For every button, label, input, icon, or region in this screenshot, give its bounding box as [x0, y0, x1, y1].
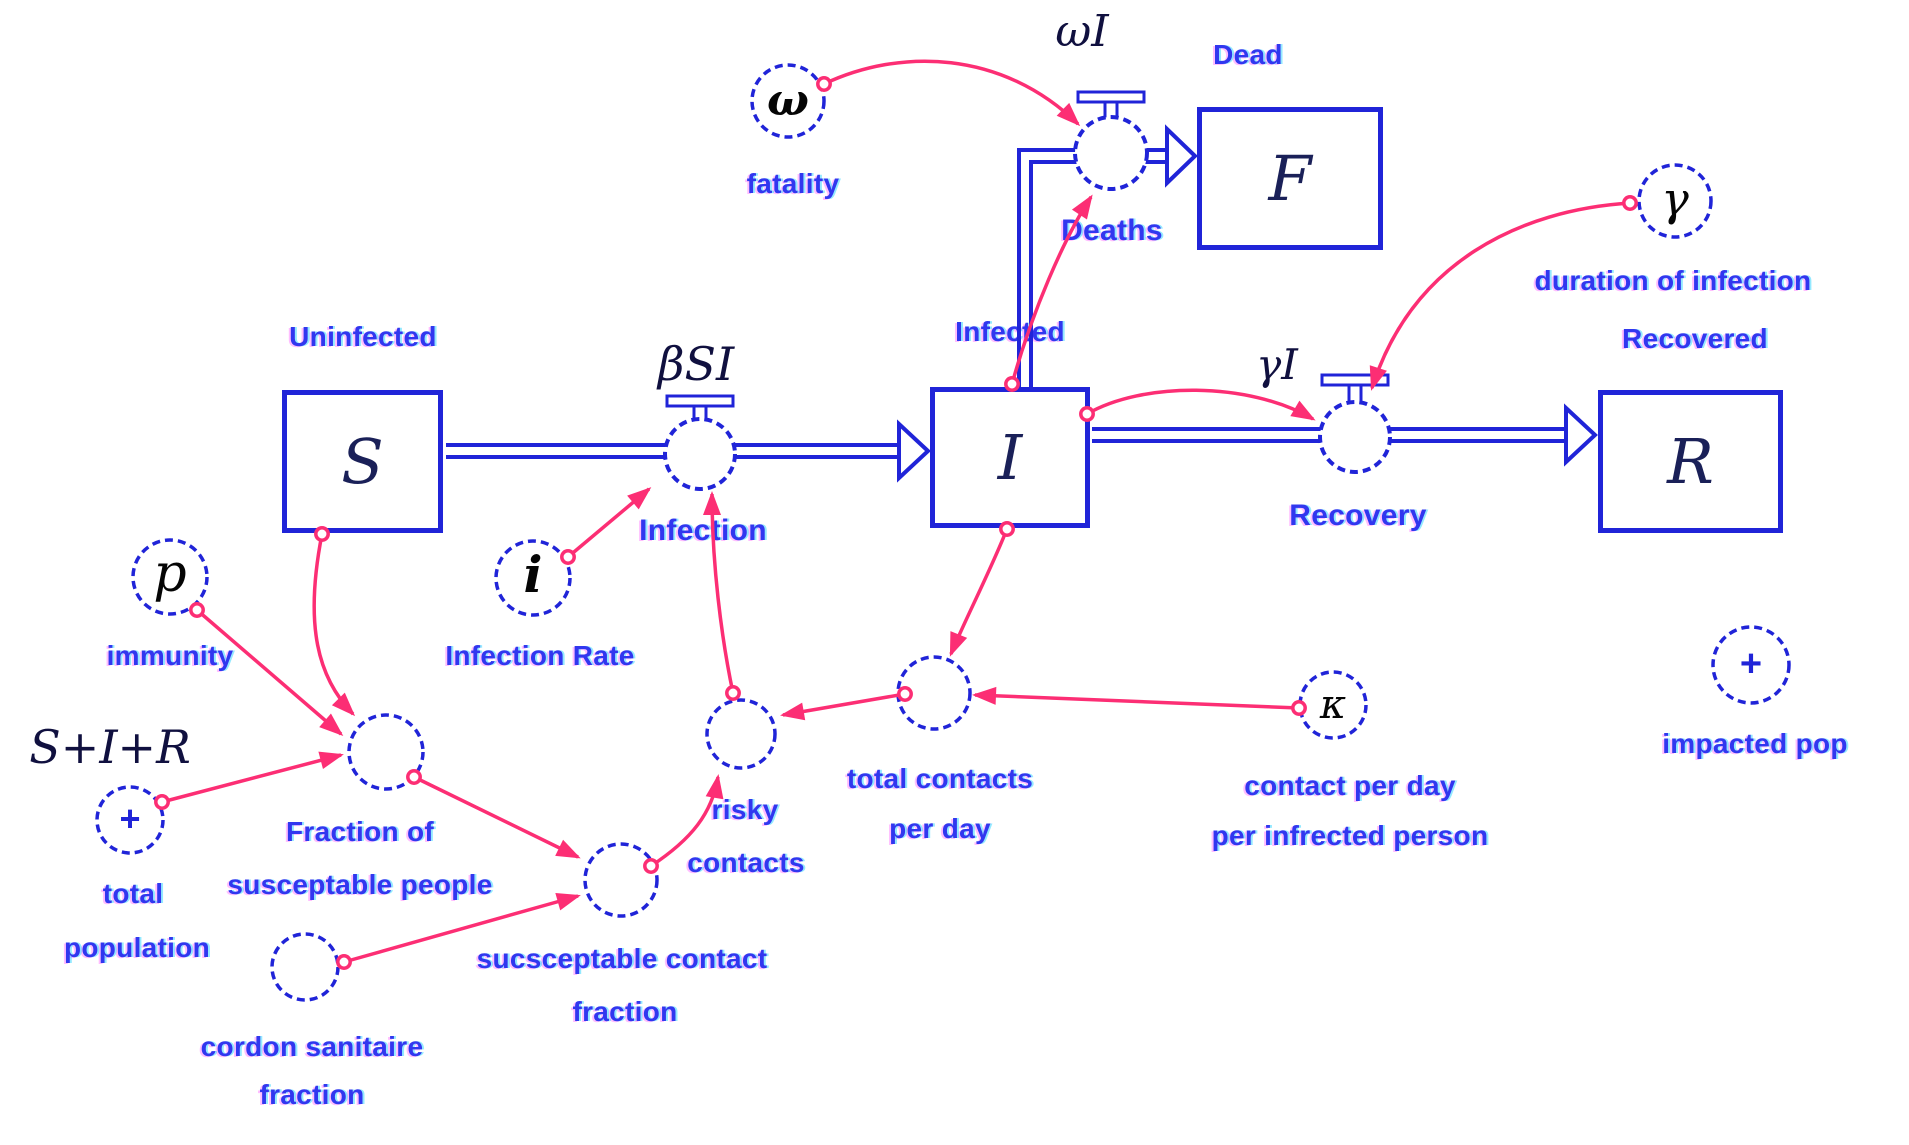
flow-arrowhead-into-dead: [1165, 124, 1198, 188]
equation-omega-i: ωI: [1055, 6, 1109, 57]
flow-arrowhead-into-infected: [897, 419, 931, 483]
connector-total-contacts-to-risky[interactable]: [780, 686, 913, 721]
aux-symbol-i[interactable]: i: [523, 545, 543, 604]
plus-icon-impacted-pop[interactable]: +: [1739, 643, 1763, 685]
label-contact-rate-1[interactable]: contact per day: [1244, 770, 1456, 801]
aux-circle-fraction-susceptable[interactable]: [347, 713, 425, 791]
label-total-population-1[interactable]: total: [102, 878, 164, 909]
equation-beta-si: βSI: [657, 337, 735, 391]
label-infection-rate[interactable]: Infection Rate: [445, 640, 635, 671]
connector-s-to-fraction[interactable]: [312, 526, 356, 717]
label-flow-deaths[interactable]: Deaths: [1061, 214, 1163, 247]
connector-infected-to-total-contacts[interactable]: [949, 521, 1015, 657]
aux-circle-total-contacts[interactable]: [896, 655, 972, 731]
label-immunity[interactable]: immunity: [106, 640, 234, 671]
label-total-contacts-2[interactable]: per day: [889, 813, 991, 844]
pipe-i-to-r[interactable]: [1092, 427, 1566, 443]
pipe-i-to-f[interactable]: [1017, 148, 1167, 388]
label-sucsceptable-contact-1[interactable]: sucsceptable contact: [476, 943, 768, 974]
label-uninfected[interactable]: Uninfected: [289, 321, 437, 352]
stock-letter-f: F: [1268, 141, 1312, 215]
label-sucsceptable-contact-2[interactable]: fraction: [572, 996, 678, 1027]
connector-fraction-to-sucsceptable[interactable]: [406, 769, 581, 859]
label-impacted-pop[interactable]: impacted pop: [1662, 728, 1848, 759]
label-flow-infection[interactable]: Infection: [639, 514, 767, 547]
connector-infected-to-recovery[interactable]: [1079, 388, 1316, 422]
equation-gamma-i: γI: [1256, 340, 1298, 389]
stock-uninfected[interactable]: S: [282, 390, 443, 533]
connector-omega-to-deaths[interactable]: [816, 59, 1081, 127]
label-duration-of-infection[interactable]: duration of infection: [1534, 265, 1812, 296]
label-fraction-susceptable-2[interactable]: susceptable people: [227, 869, 493, 900]
label-total-contacts-1[interactable]: total contacts: [846, 763, 1034, 794]
connector-infection-rate-to-infection[interactable]: [560, 487, 652, 565]
label-cordon-2[interactable]: fraction: [259, 1079, 365, 1110]
aux-symbol-p[interactable]: p: [153, 544, 187, 604]
label-recovered[interactable]: Recovered: [1622, 323, 1768, 354]
label-fraction-susceptable-1[interactable]: Fraction of: [286, 816, 434, 847]
label-flow-recovery[interactable]: Recovery: [1289, 499, 1427, 532]
label-fatality[interactable]: fatality: [746, 168, 840, 199]
aux-circle-cordon[interactable]: [270, 932, 340, 1002]
aux-symbol-kappa[interactable]: κ: [1319, 682, 1347, 728]
label-risky-contacts-2[interactable]: contacts: [687, 847, 805, 878]
stock-recovered[interactable]: R: [1598, 390, 1783, 533]
valve-recovery[interactable]: [1318, 373, 1392, 474]
equation-s-plus-i-plus-r: S+I+R: [29, 720, 191, 774]
connector-immunity-to-fraction[interactable]: [189, 602, 344, 736]
connector-kappa-to-total-contacts[interactable]: [972, 686, 1307, 716]
label-total-population-2[interactable]: population: [63, 932, 211, 963]
stock-letter-r: R: [1667, 424, 1714, 498]
stock-dead[interactable]: F: [1197, 107, 1383, 250]
aux-circle-risky-contacts[interactable]: [705, 698, 777, 770]
label-infected[interactable]: Infected: [955, 316, 1065, 347]
aux-symbol-gamma[interactable]: γ: [1661, 172, 1689, 226]
label-cordon-1[interactable]: cordon sanitaire: [200, 1031, 424, 1062]
label-risky-contacts-1[interactable]: risky: [711, 794, 779, 825]
stock-letter-i: I: [997, 420, 1023, 494]
valve-deaths[interactable]: [1073, 90, 1149, 191]
valve-infection[interactable]: [663, 394, 737, 491]
stock-letter-s: S: [341, 424, 384, 498]
plus-icon-total-population[interactable]: +: [119, 798, 141, 839]
label-contact-rate-2[interactable]: per infrected person: [1211, 820, 1489, 851]
pipe-s-to-i[interactable]: [446, 443, 900, 459]
stock-infected[interactable]: I: [930, 387, 1090, 528]
aux-symbol-omega[interactable]: ω: [767, 75, 809, 126]
label-dead[interactable]: Dead: [1213, 39, 1283, 70]
flow-arrowhead-into-recovered: [1564, 403, 1598, 467]
aux-circle-sucsceptable-contact[interactable]: [583, 842, 659, 918]
